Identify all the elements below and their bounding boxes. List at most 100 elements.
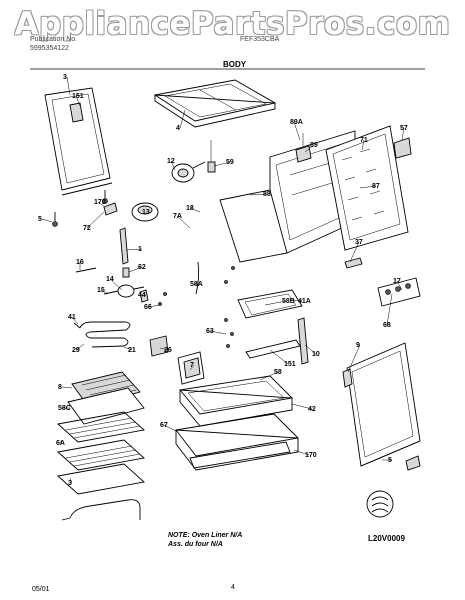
callout-label: 72 [83,225,91,232]
leader-line [86,211,105,229]
leader-line [213,161,231,167]
model-number: FEF353CBA [240,36,280,43]
part-manifold[interactable] [344,257,363,269]
leader-line [386,293,393,326]
callout-label: 3 [68,480,72,487]
leader-line [189,207,201,213]
part-wire[interactable] [195,261,200,295]
leader-line [123,346,133,351]
callout-label: 10 [312,351,320,358]
callout-label: 5 [38,216,42,223]
part-valve-assembly[interactable] [103,267,149,303]
callout-label: 170 [94,199,106,206]
callout-label: 21 [128,347,136,354]
part-leveler-upper[interactable] [103,202,118,216]
part-cooktop-panel[interactable] [153,79,277,128]
leader-line [293,121,301,141]
footer-date: 05/01 [32,586,50,593]
leader-line [66,76,71,96]
callout-label: 68 [383,322,391,329]
callout-label: 62 [138,264,146,271]
section-title: BODY [223,60,247,69]
note-line-2: Ass. du four N/A [168,541,223,548]
part-oven-light[interactable] [131,202,159,222]
part-back-panel[interactable] [325,125,409,251]
callout-label: 151 [284,361,296,368]
part-broiler-pan[interactable] [67,387,145,425]
leader-line [304,144,315,153]
leader-line [170,160,176,171]
leader-line [349,241,360,263]
leader-line [293,449,310,456]
part-sensor-bracket[interactable] [149,335,169,357]
leader-line [69,477,73,484]
leader-line [259,371,279,381]
part-bracket[interactable] [295,133,312,163]
callout-label: 151 [72,93,84,100]
part-drawer-rail[interactable] [245,339,301,359]
leader-line [347,344,361,373]
part-leveling-leg-upper[interactable] [52,190,108,227]
callout-label: 8 [58,384,62,391]
leader-line [359,185,377,189]
callout-label: 41 [68,314,76,321]
part-leveling-leg-lower[interactable] [366,455,421,518]
callout-label: 67 [160,422,168,429]
leader-line [128,266,143,273]
part-rod[interactable] [75,267,97,273]
part-side-panel-left[interactable] [44,87,113,196]
part-oven-rack-upper[interactable] [57,411,145,443]
callout-label: 26 [164,347,172,354]
part-valve-cluster[interactable] [377,277,421,307]
callout-label: 58C [58,405,71,412]
part-rack-6a[interactable] [57,463,145,495]
part-switch[interactable] [207,140,216,173]
part-side-panel-right[interactable] [342,342,421,467]
callout-label: 66 [144,304,152,311]
callout-label: 18 [186,205,194,212]
callout-label: 44 [138,292,146,299]
part-broil-element[interactable] [61,499,141,521]
callout-label: 42 [308,406,316,413]
leader-line [109,278,123,291]
leader-line [125,248,143,251]
callout-label: 9 [356,342,360,349]
leader-line [100,289,109,295]
callout-label: 58 [274,369,282,376]
part-storage-drawer[interactable] [179,375,293,427]
note: NOTE: Oven Liner N/A Ass. du four N/A [168,531,242,549]
leader-line [209,330,227,335]
leader-line [75,343,85,351]
page-number: 4 [231,584,235,591]
leader-line [75,95,81,107]
part-door-hinge-right[interactable] [297,317,309,365]
callout-label: 88 [263,191,271,198]
part-plate[interactable] [393,137,412,159]
part-motor[interactable] [171,161,206,183]
leader-line [159,347,169,351]
part-door-hinge-left[interactable] [119,227,129,265]
leader-line [141,294,144,298]
part-oven-rack-lower[interactable] [57,439,145,471]
publication-label: Publication No. [30,36,78,43]
part-bake-element[interactable] [73,321,131,348]
leader-line [269,349,289,365]
part-screws[interactable] [158,266,235,348]
part-drawer-frame[interactable] [175,413,299,471]
callout-label: 3 [63,74,67,81]
callout-label: 13 [142,209,150,216]
leader-line [401,127,405,141]
leader-line [59,439,63,444]
leader-line [289,299,303,302]
leader-line [61,386,73,389]
leader-line [71,316,79,325]
part-switch-box[interactable] [177,351,205,385]
leader-line [396,280,403,291]
leader-line [249,193,268,196]
callout-label: 7 [190,362,194,369]
callout-label: 170 [305,452,317,459]
callout-label: 14 [106,276,114,283]
callout-label: 17 [393,278,401,285]
leader-line [176,215,191,229]
